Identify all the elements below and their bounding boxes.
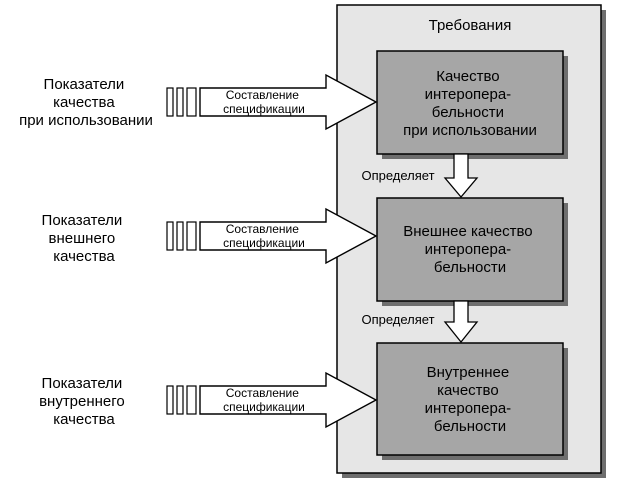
spec-arrow-3-label: Составление спецификации xyxy=(223,386,305,414)
box-external-quality-text: Внешнее качество интеропера- бельности xyxy=(403,223,537,276)
spec-arrow-2-label: Составление спецификации xyxy=(223,222,305,250)
down-arrow-2 xyxy=(443,300,479,344)
spec-arrow-1-label: Составление спецификации xyxy=(223,88,305,116)
input-quality-in-use: Показатели качества при использовании xyxy=(19,76,153,129)
spec-arrow-1 xyxy=(166,73,378,131)
down-arrow-1 xyxy=(443,153,479,199)
down-arrow-2-label: Определяет xyxy=(361,312,434,327)
spec-arrow-3 xyxy=(166,371,378,429)
input-external-quality: Показатели внешнего качества xyxy=(42,212,127,265)
requirements-label: Требования xyxy=(429,17,512,34)
input-internal-quality: Показатели внутреннего качества xyxy=(39,375,129,428)
spec-arrow-2 xyxy=(166,207,378,265)
box-external-quality xyxy=(376,197,564,302)
box-internal-quality-text: Внутреннее качество интеропера- бельност… xyxy=(425,364,516,435)
box-quality-in-use xyxy=(376,50,564,155)
box-internal-quality xyxy=(376,342,564,456)
box-quality-in-use-text: Качество интеропера- бельности при испол… xyxy=(403,68,537,139)
down-arrow-1-label: Определяет xyxy=(361,168,434,183)
